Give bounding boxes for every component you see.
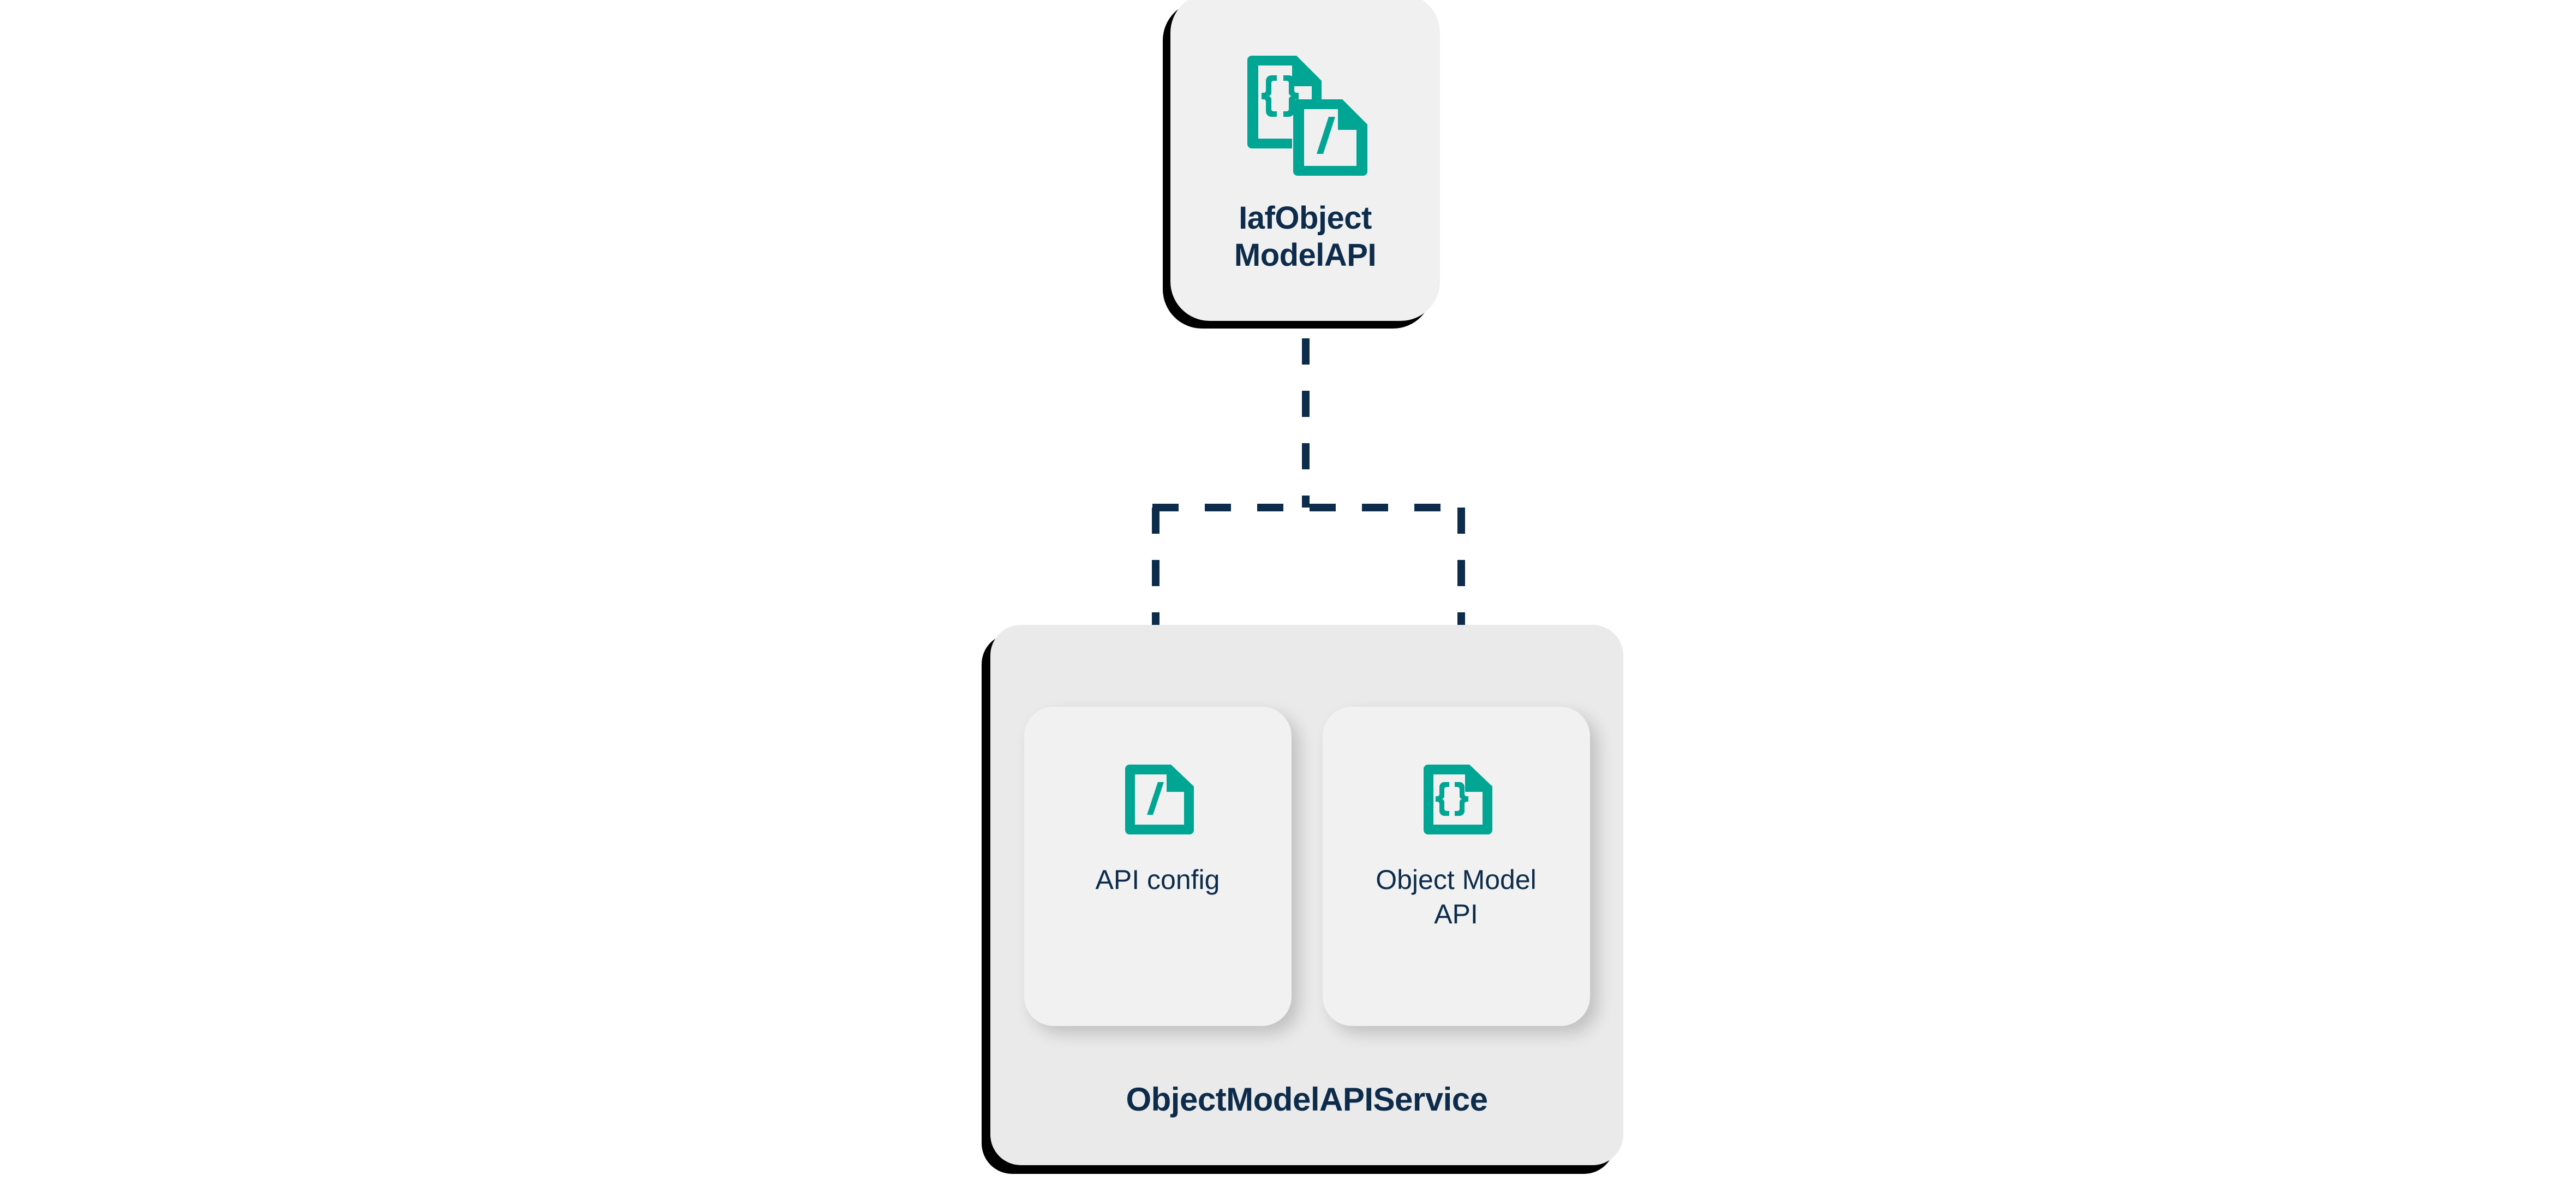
container-object-model-api-service[interactable]: API config Object Model API ObjectModelA… — [990, 625, 1623, 1165]
card-object-model-api-label: Object Model API — [1376, 864, 1537, 929]
node-iaf-object-model-api[interactable]: IafObject ModelAPI — [1170, 0, 1440, 321]
service-card-list: API config Object Model API — [990, 707, 1623, 1026]
card-api-config-label: API config — [1095, 864, 1220, 895]
dual-document-json-slash-icon — [1240, 50, 1371, 181]
document-slash-icon — [1117, 761, 1198, 842]
node-iaf-object-model-api-label: IafObject ModelAPI — [1234, 200, 1377, 273]
document-braces-icon — [1416, 761, 1497, 842]
container-object-model-api-service-title: ObjectModelAPIService — [1126, 1081, 1488, 1118]
card-api-config[interactable]: API config — [1024, 707, 1292, 1026]
card-object-model-api[interactable]: Object Model API — [1322, 707, 1590, 1026]
